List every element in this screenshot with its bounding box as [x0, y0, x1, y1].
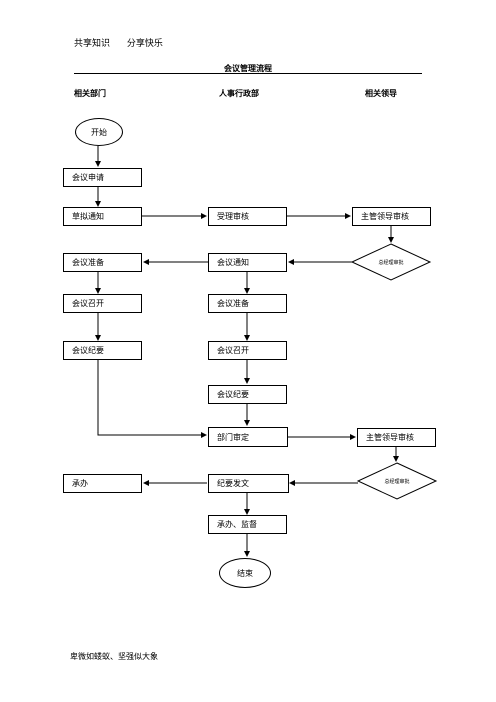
node-minutes-hr: 会议纪要: [208, 385, 287, 404]
column-header-hr: 人事行政部: [219, 89, 259, 98]
column-header-dept: 相关部门: [74, 89, 106, 98]
gm-approval-1-diamond: [350, 243, 432, 281]
node-meeting-convene-hr: 会议召开: [208, 341, 287, 360]
node-undertake-supervise: 承办、监督: [208, 515, 287, 534]
node-supervisor-review-1: 主管领导审核: [352, 207, 431, 226]
node-supervisor-review-2: 主管领导审核: [357, 428, 436, 447]
start-node: 开始: [75, 118, 123, 146]
gm-approval-1-label: 总经理审批: [378, 260, 404, 266]
header-left: 共享知识: [74, 39, 111, 49]
node-draft-notice: 草拟通知: [63, 207, 142, 226]
node-meeting-convene-dept: 会议召开: [63, 294, 142, 313]
node-meeting-notice: 会议通知: [208, 253, 287, 272]
gm-approval-2-label: 总经理审批: [384, 479, 410, 485]
node-undertake: 承办: [63, 474, 142, 493]
node-meeting-prep-hr: 会议准备: [208, 294, 287, 313]
end-node: 结束: [219, 558, 271, 588]
node-meeting-prep-dept: 会议准备: [63, 253, 142, 272]
gm-approval-2-diamond: [356, 462, 438, 500]
edge-minutesdept-deptreview: [97, 360, 207, 438]
page-header: 共享知识 分享快乐: [74, 36, 177, 49]
node-publish-minutes: 纪要发文: [208, 474, 289, 493]
page-title: 会议管理流程: [224, 64, 272, 73]
node-dept-review: 部门审定: [208, 427, 288, 447]
node-meeting-apply: 会议申请: [63, 168, 142, 187]
header-right: 分享快乐: [126, 39, 163, 49]
title-rule: [74, 73, 422, 74]
node-accept-review: 受理审核: [208, 207, 287, 226]
column-header-lead: 相关领导: [365, 89, 397, 98]
page-footer: 卑微如蝼蚁、坚强似大象: [70, 652, 158, 661]
node-minutes-dept: 会议纪要: [63, 341, 142, 360]
